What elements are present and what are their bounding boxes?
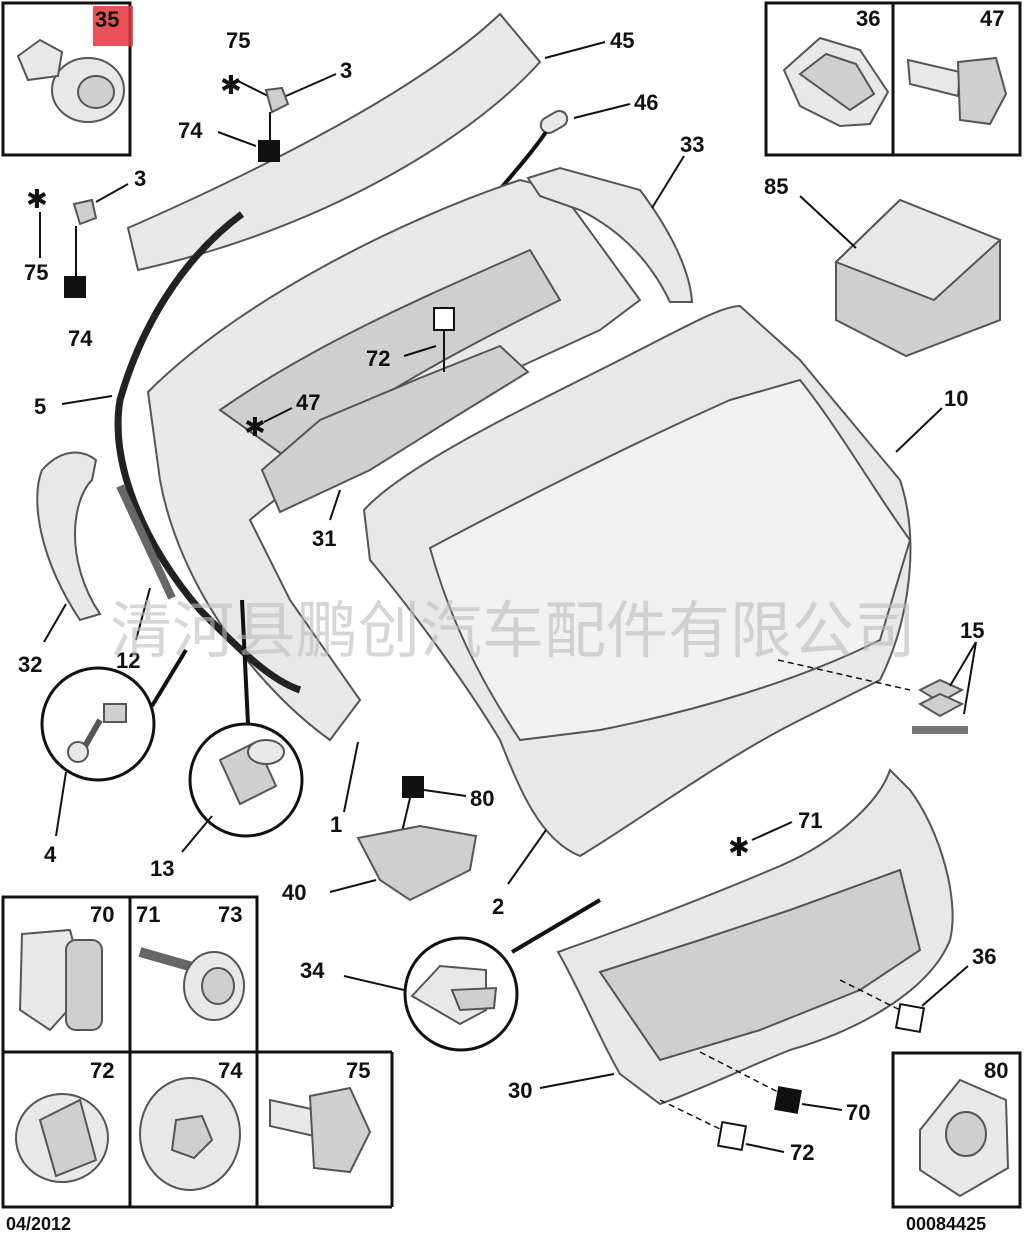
star-71: ✱	[728, 832, 750, 862]
callout-75-a: 75	[226, 28, 250, 53]
clip-35-icon	[16, 38, 125, 123]
clip-72-icon	[15, 1093, 109, 1183]
gas-strut-12	[116, 484, 176, 600]
callout-74-a: 74	[178, 118, 203, 143]
clip-36-marker	[894, 1002, 926, 1034]
callout-75-b: 75	[24, 260, 48, 285]
highlight-35	[93, 6, 133, 46]
clip-72-marker-a	[433, 307, 455, 331]
bracket-3-b	[72, 198, 98, 226]
callout-47: 47	[296, 390, 320, 415]
callout-12: 12	[116, 648, 140, 673]
box-80	[891, 1051, 1022, 1209]
date-code: 04/2012	[6, 1214, 71, 1234]
callout-40: 40	[282, 880, 306, 905]
badge-lettering-15	[912, 726, 968, 734]
box-47-label: 47	[980, 6, 1004, 31]
box-80-label: 80	[984, 1058, 1008, 1083]
nut-74-b	[64, 276, 86, 298]
watermark-text: 清河县鹏创汽车配件有限公司	[110, 594, 916, 667]
trim-32	[36, 451, 102, 622]
callout-13: 13	[150, 856, 174, 881]
box-35	[1, 1, 132, 157]
bump-stop-13-icon	[218, 739, 285, 806]
callout-70: 70	[846, 1100, 870, 1125]
reference-number: 00084425	[906, 1214, 986, 1234]
clip-34-icon	[410, 964, 498, 1026]
nut-74-a	[258, 140, 280, 162]
nut-74-icon	[139, 1077, 241, 1191]
box-74-label: 74	[218, 1058, 243, 1083]
callout-3-a: 3	[340, 58, 352, 83]
bracket-3-a	[264, 86, 290, 114]
callout-45: 45	[610, 28, 634, 53]
nut-80-icon	[919, 1078, 1010, 1198]
callout-46: 46	[634, 90, 658, 115]
callout-72-b: 72	[790, 1140, 814, 1165]
box-71-label: 71	[136, 902, 160, 927]
callout-31: 31	[312, 526, 336, 551]
star-75-b: ✱	[26, 184, 48, 214]
screw-75-icon	[269, 1086, 372, 1174]
callout-71: 71	[798, 808, 822, 833]
nut-80-marker	[402, 776, 424, 798]
callout-72-a: 72	[366, 346, 390, 371]
star-47: ✱	[244, 412, 266, 442]
star-75-a: ✱	[220, 70, 242, 100]
callout-34: 34	[300, 958, 325, 983]
nut-70-icon	[18, 928, 103, 1032]
clip-36-icon	[782, 36, 890, 128]
callout-2: 2	[492, 894, 504, 919]
callout-36: 36	[972, 944, 996, 969]
callout-85: 85	[764, 174, 788, 199]
callout-1: 1	[330, 812, 342, 837]
screw-47-icon	[906, 56, 1008, 126]
callout-5: 5	[34, 394, 46, 419]
callout-15: 15	[960, 618, 984, 643]
clip-72-marker-b	[716, 1120, 748, 1152]
box-70-label: 70	[90, 902, 114, 927]
nut-70-marker	[774, 1086, 802, 1114]
callout-10: 10	[944, 386, 968, 411]
trim-33	[526, 166, 694, 303]
box-35-label: 35	[95, 7, 119, 32]
ball-stud-4-icon	[67, 703, 127, 763]
callout-33: 33	[680, 132, 704, 157]
callout-80: 80	[470, 786, 494, 811]
callout-30: 30	[508, 1078, 532, 1103]
rear-glass-10	[428, 378, 912, 742]
screw-71-73-icon	[138, 947, 245, 1021]
callout-74-b: 74	[68, 326, 93, 351]
box-73-label: 73	[218, 902, 242, 927]
callout-3-b: 3	[134, 166, 146, 191]
box-36-label: 36	[856, 6, 880, 31]
callout-32: 32	[18, 652, 42, 677]
inner-trim-31	[260, 344, 530, 514]
seal-46	[539, 110, 569, 134]
lamp-40	[356, 824, 478, 902]
box-72-label: 72	[90, 1058, 114, 1083]
callout-4: 4	[44, 842, 57, 867]
box-75-label: 75	[346, 1058, 370, 1083]
